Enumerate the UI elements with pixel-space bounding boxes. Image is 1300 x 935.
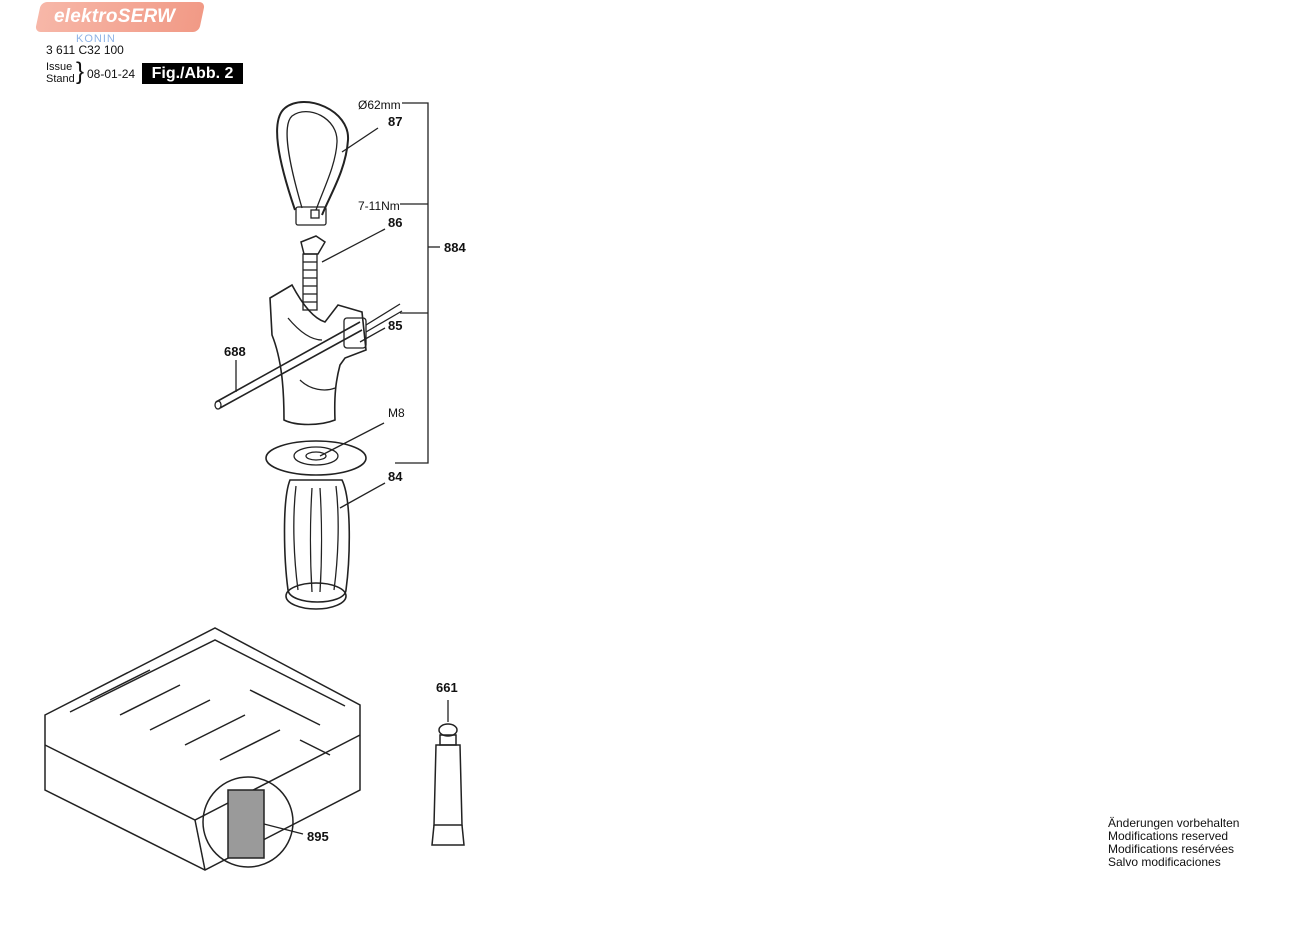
note-line: Modifications resérvées bbox=[1108, 842, 1235, 856]
logo-text: elektroSERW bbox=[54, 6, 176, 27]
leader-m8 bbox=[319, 422, 385, 457]
bracket-884 bbox=[395, 102, 429, 464]
modification-notes: Änderungen vorbehalten Modifications res… bbox=[1108, 817, 1239, 869]
note-line: Änderungen vorbehalten bbox=[1108, 816, 1240, 830]
carrying-case bbox=[44, 627, 361, 871]
callout-84: 84 bbox=[388, 469, 403, 484]
issue-stand: Issue Stand bbox=[46, 61, 75, 85]
handle-body-85 bbox=[269, 283, 403, 426]
leader-895 bbox=[263, 823, 304, 835]
part-number: 3 611 C32 100 bbox=[46, 43, 124, 57]
issue-date: 08-01-24 bbox=[87, 67, 136, 81]
note-line: Modifications reserved bbox=[1108, 829, 1229, 843]
callout-diameter: Ø62mm bbox=[358, 98, 401, 112]
stand-label: Stand bbox=[46, 73, 75, 85]
callout-688: 688 bbox=[224, 344, 246, 359]
callout-895: 895 bbox=[307, 829, 329, 844]
leader-85 bbox=[359, 327, 386, 343]
clamp-86 bbox=[300, 235, 327, 311]
callout-85: 85 bbox=[388, 318, 403, 333]
leader-86 bbox=[321, 228, 386, 263]
callout-torque: 7-11Nm bbox=[358, 199, 400, 213]
note-line: Salvo modificaciones bbox=[1108, 855, 1221, 869]
grip-84 bbox=[265, 440, 367, 610]
callout-884: 884 bbox=[444, 240, 466, 255]
brace-glyph: } bbox=[76, 58, 85, 85]
leader-84 bbox=[339, 482, 386, 509]
callout-661: 661 bbox=[436, 680, 458, 695]
callout-86: 86 bbox=[388, 215, 403, 230]
callout-m8: M8 bbox=[388, 406, 405, 420]
grease-tube-661 bbox=[431, 723, 465, 846]
callout-87: 87 bbox=[388, 114, 403, 129]
depth-rod-688 bbox=[214, 321, 363, 410]
figure-label: Fig./Abb. 2 bbox=[142, 63, 243, 84]
logo-subtitle: KONIN bbox=[76, 33, 116, 45]
issue-label: Issue bbox=[46, 61, 73, 73]
leader-87 bbox=[341, 127, 379, 153]
strap-87 bbox=[276, 101, 350, 226]
